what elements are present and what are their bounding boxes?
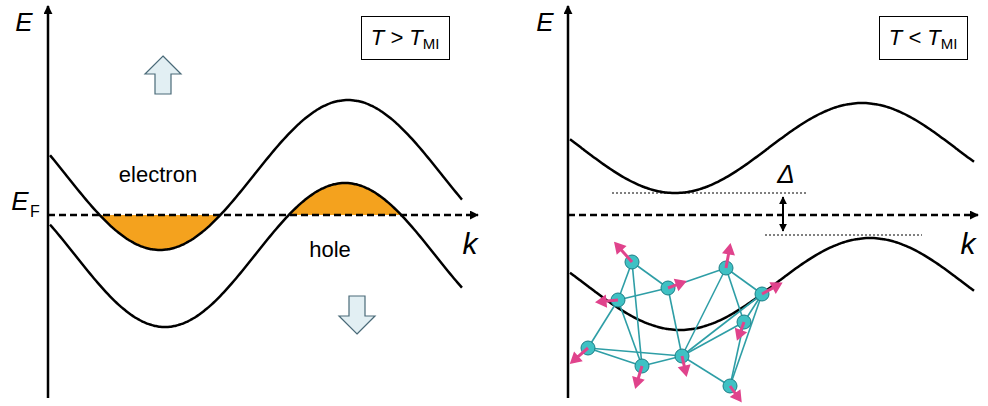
fermi-symbol: E	[11, 188, 28, 214]
gap-edge	[765, 235, 922, 236]
condition-box: T > TMI	[361, 16, 450, 60]
energy-band	[570, 238, 974, 330]
axis-label: E	[536, 9, 553, 35]
molecule-illustration	[572, 244, 780, 400]
electron-arrow	[145, 56, 181, 94]
energy-band	[50, 183, 462, 327]
condition-subscript: MI	[941, 35, 958, 52]
energy-axis	[567, 6, 570, 398]
fermi-level	[568, 214, 978, 217]
axis-label: E	[15, 9, 32, 35]
hole-arrow	[339, 296, 375, 334]
fermi-subscript: F	[30, 204, 40, 220]
carrier-label: electron	[119, 164, 197, 186]
gap-label: Δ	[777, 161, 794, 187]
axis-label: k	[463, 229, 478, 259]
condition-text: T > T	[371, 25, 423, 51]
carrier-label: hole	[309, 239, 351, 261]
gap-arrow	[782, 197, 784, 231]
energy-band	[570, 103, 974, 193]
energy-axis	[47, 6, 50, 398]
hole-pocket	[50, 183, 462, 215]
electron-pocket	[50, 215, 462, 250]
condition-subscript: MI	[423, 35, 440, 52]
condition-text: T < T	[889, 25, 941, 51]
fermi-level	[48, 214, 478, 217]
gap-edge	[612, 193, 808, 194]
energy-band	[50, 100, 462, 250]
condition-box: T < TMI	[879, 16, 968, 60]
axis-label: k	[961, 229, 976, 259]
